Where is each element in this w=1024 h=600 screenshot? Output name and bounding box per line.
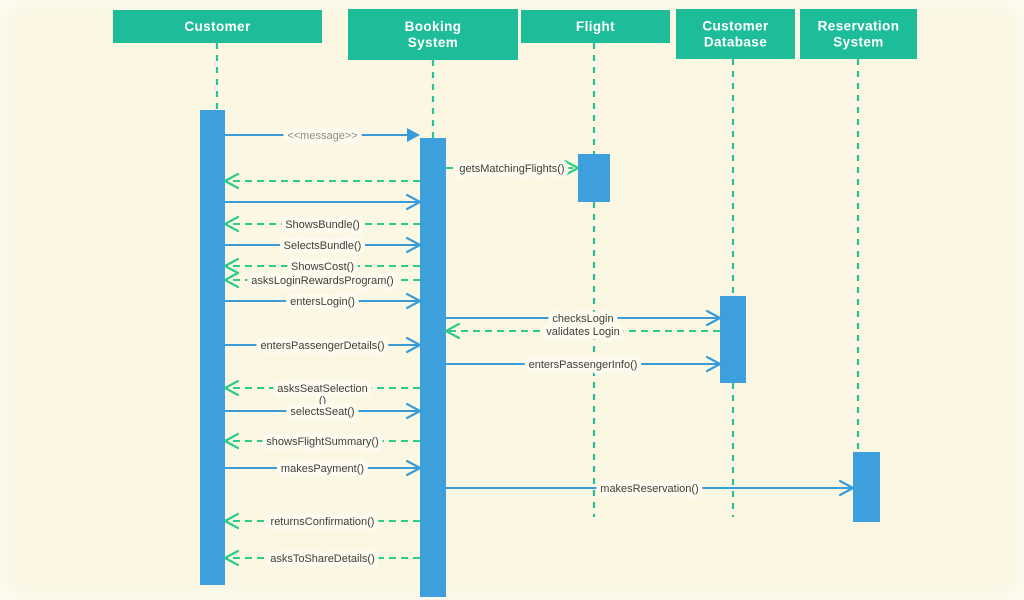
arrowhead-open-icon — [223, 215, 240, 233]
participant-label: Booking — [405, 19, 462, 34]
arrowhead-open-icon — [223, 172, 240, 190]
message-label: showsFlightSummary() — [266, 436, 378, 448]
message-label: asksSeatSelection — [277, 383, 368, 395]
arrowhead-open-icon — [223, 432, 240, 450]
arrowhead-filled-icon — [407, 128, 420, 142]
message-label: asksLoginRewardsProgram() — [251, 275, 393, 287]
activation-reservation-system — [853, 452, 880, 522]
message-showsbundle: ShowsBundle() — [223, 215, 420, 236]
participant-label: Customer — [702, 19, 769, 34]
message-label: asksToShareDetails() — [270, 553, 375, 565]
participant-label: Database — [704, 35, 767, 50]
message-showsflightsummary: showsFlightSummary() — [223, 432, 420, 453]
participant-box — [113, 10, 322, 43]
message-makesreservation: makesReservation() — [446, 479, 855, 500]
arrowhead-open-icon — [444, 322, 461, 340]
activation-customer — [200, 110, 225, 585]
participant-label: Customer — [184, 19, 251, 34]
message-label: entersPassengerInfo() — [529, 359, 638, 371]
message-selectsbundle: SelectsBundle() — [225, 236, 422, 257]
participant-box — [676, 9, 795, 59]
message-label: SelectsBundle() — [284, 240, 362, 252]
arrowhead-open-icon — [405, 336, 422, 354]
message-getsmatchingflights: getsMatchingFlights() — [446, 159, 580, 180]
message-label: returnsConfirmation() — [271, 516, 375, 528]
participant-label: System — [408, 35, 458, 50]
message-label: entersPassengerDetails() — [260, 340, 384, 352]
message-label: entersLogin() — [290, 296, 355, 308]
arrowhead-open-icon — [223, 379, 240, 397]
participant-label: Flight — [576, 19, 615, 34]
arrowhead-open-icon — [838, 479, 855, 497]
message-label: selectsSeat() — [290, 406, 354, 418]
arrowhead-open-icon — [223, 512, 240, 530]
arrowhead-open-icon — [405, 236, 422, 254]
message-checkslogin: checksLogin — [446, 309, 722, 330]
message-message: <<message>> — [225, 126, 420, 147]
message-label: ShowsCost() — [291, 261, 354, 273]
message-label: validates Login — [546, 326, 619, 338]
activation-customer-database — [720, 296, 746, 383]
message-validates-login: validates Login — [444, 322, 720, 343]
message-enterspassengerdetails: entersPassengerDetails() — [225, 336, 422, 357]
message-asksloginrewardsprogram: asksLoginRewardsProgram() — [223, 271, 420, 292]
message-label: ShowsBundle() — [285, 219, 360, 231]
message-returnsconfirmation: returnsConfirmation() — [223, 512, 420, 533]
message-enterslogin: entersLogin() — [225, 292, 422, 313]
message-makespayment: makesPayment() — [225, 459, 422, 480]
message-label: <<message>> — [287, 130, 357, 142]
message-selectsseat: selectsSeat() — [225, 402, 422, 423]
arrowhead-open-icon — [405, 193, 422, 211]
message-label: makesPayment() — [281, 463, 364, 475]
participant-label: Reservation — [818, 19, 900, 34]
participant-flight: Flight — [521, 10, 670, 43]
message-arrow — [225, 193, 422, 211]
message-label: makesReservation() — [600, 483, 698, 495]
message-label: getsMatchingFlights() — [459, 163, 564, 175]
arrowhead-open-icon — [223, 271, 240, 289]
arrowhead-open-icon — [405, 402, 422, 420]
message-arrow — [223, 172, 420, 190]
participant-label: System — [833, 35, 883, 50]
message-asksseatselection: asksSeatSelection() — [223, 379, 420, 412]
activation-booking-system — [420, 138, 446, 597]
arrowhead-open-icon — [405, 292, 422, 310]
arrowhead-open-icon — [705, 309, 722, 327]
arrowhead-open-icon — [563, 159, 580, 177]
participant-customer: Customer — [113, 10, 322, 43]
participant-box — [348, 9, 518, 60]
message-showscost: ShowsCost() — [223, 257, 420, 278]
arrowhead-open-icon — [223, 257, 240, 275]
arrowhead-open-icon — [405, 459, 422, 477]
participant-box — [800, 9, 917, 59]
arrowhead-open-icon — [223, 549, 240, 567]
message-label: checksLogin — [552, 313, 613, 325]
activation-flight — [578, 154, 610, 202]
participant-box — [521, 10, 670, 43]
message-enterspassengerinfo: entersPassengerInfo() — [446, 355, 722, 376]
arrowhead-open-icon — [705, 355, 722, 373]
message-askstosharedetails: asksToShareDetails() — [223, 549, 420, 570]
